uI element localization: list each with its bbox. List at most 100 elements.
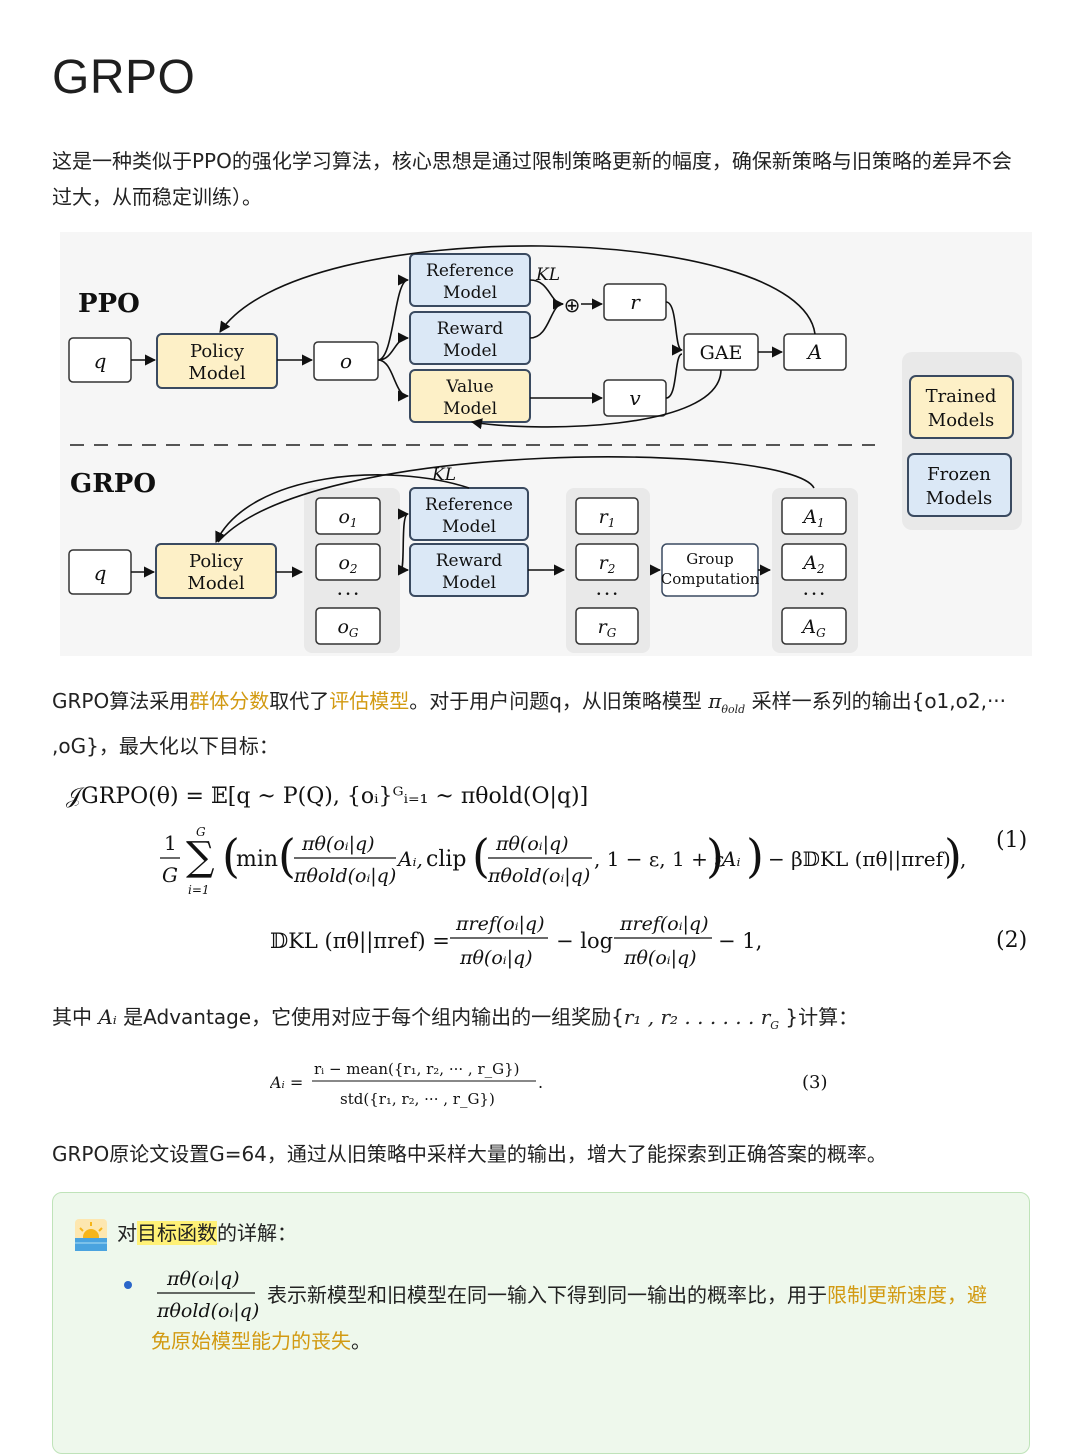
svg-text:q: q [94,561,107,585]
ppo-kl-label: KL [535,265,560,285]
svg-text:r1: r1 [599,506,616,530]
svg-text:Reference: Reference [425,495,513,515]
bullet-end: 。 [351,1329,371,1353]
svg-text:πθ(oᵢ|q): πθ(oᵢ|q) [459,947,533,969]
equation-2-number: (2) [996,928,1028,953]
svg-text:Models: Models [928,410,994,431]
ppo-q-text: q [94,349,107,373]
svg-text:Aᵢ: Aᵢ [720,847,740,871]
o2-box [315,543,381,581]
svg-text:rG: rG [598,616,617,640]
svg-text:1: 1 [164,831,177,855]
svg-text:G: G [162,863,178,887]
svg-text:πθold(oᵢ|q): πθold(oᵢ|q) [487,865,590,887]
svg-text:(: ( [472,829,490,883]
svg-text:Model: Model [187,573,244,594]
svg-text:(: ( [278,829,296,883]
svg-text:(: ( [222,829,240,883]
para2-text-4: 采样一系列的输出{o1,o2,··· ,oG}，最大化以下目标： [52,689,1007,758]
A2-box [781,543,847,581]
svg-text:Value: Value [445,377,493,397]
para3-text-1: 其中 [52,1005,99,1029]
svg-text:oG: oG [337,616,358,640]
svg-text:Trained: Trained [926,386,997,407]
intro-paragraph: 这是一种类似于PPO的强化学习算法，核心思想是通过限制策略更新的幅度，确保新策略… [52,149,1012,209]
rG-box [575,607,639,645]
ppo-value-model [409,369,531,423]
svg-text:clip: clip [426,847,466,872]
ppo-policy-model [156,333,278,389]
callout-head-text-1: 对 [117,1221,137,1245]
svg-text:πθ(oᵢ|q): πθ(oᵢ|q) [495,833,569,855]
equation-3-number: (3) [802,1072,828,1093]
explanation-callout: 对目标函数的详解： πθ(oᵢ|q) πθold(oᵢ|q) 表示新模型和旧模型… [52,1192,1030,1454]
svg-text:r2: r2 [599,552,616,576]
ppo-grpo-diagram: PPO q Policy Model o Reference Model Rew… [60,232,1032,656]
callout-heading: 对目标函数的详解： [75,1215,297,1251]
svg-text:Reward: Reward [436,551,503,571]
highlight-limit-update-speed: 限制更新速度，避免原始模型能力的丧失 [151,1283,987,1353]
equation-1-line1: 𝒥GRPO(θ) = 𝔼[q ~ P(Q), {oᵢ}ᴳᵢ₌₁ ~ πθold(… [66,784,589,809]
highlight-objective-function: 目标函数 [137,1221,217,1245]
equation-2: 𝔻KL (πθ||πref) = πref(oᵢ|q) πθ(oᵢ|q) − l… [270,906,770,976]
svg-text:i=1: i=1 [188,883,210,897]
svg-text:Reward: Reward [437,319,504,339]
AG-box [781,607,847,645]
r1-box [575,497,639,535]
svg-text:Models: Models [926,488,992,509]
bullet-explanation: 表示新模型和旧模型在同一输入下得到同一输出的概率比，用于限制更新速度，避免原始模… [151,1272,991,1364]
svg-text:πref(oᵢ|q): πref(oᵢ|q) [619,913,709,935]
oplus-symbol: ⊕ [564,293,581,317]
svg-text:o1: o1 [338,506,357,530]
equation-1-body: 1 G G ∑ i=1 ( min ( πθ(oᵢ|q) πθold(oᵢ|q)… [160,822,980,902]
svg-text:𝔻KL (πθ||πref) =: 𝔻KL (πθ||πref) = [270,929,450,954]
svg-text:Model: Model [188,363,245,384]
r-dots: • • • [596,590,618,600]
r2-box [575,543,639,581]
svg-text:G: G [196,825,206,839]
svg-text:− log: − log [556,929,613,953]
svg-text:Model: Model [443,399,497,419]
advantage-paragraph: 其中 Aᵢ 是Advantage，它使用对应于每个组内输出的一组奖励{r₁ , … [52,999,1027,1044]
sunrise-icon [75,1218,107,1251]
svg-text:A2: A2 [801,552,824,576]
svg-text:πref(oᵢ|q): πref(oᵢ|q) [455,913,545,935]
svg-text:,: , [960,847,966,871]
svg-text:− β𝔻KL (πθ||πref): − β𝔻KL (πθ||πref) [768,847,951,872]
svg-text:GAE: GAE [700,342,743,364]
svg-text:Model: Model [443,283,497,303]
svg-text:): ) [944,829,962,883]
svg-text:πθold(oᵢ|q): πθold(oᵢ|q) [293,865,396,887]
svg-text:Policy: Policy [190,341,245,362]
svg-text:Model: Model [442,517,496,537]
bullet-text: 表示新模型和旧模型在同一输入下得到同一输出的概率比，用于 [267,1283,827,1307]
page-title: GRPO [52,51,196,104]
svg-text:std({r₁, r₂, ··· , r_G}): std({r₁, r₂, ··· , r_G}) [340,1090,495,1108]
svg-text:A1: A1 [801,506,824,530]
svg-text:πθold(oᵢ|q): πθold(oᵢ|q) [156,1300,259,1322]
svg-text:rᵢ − mean({r₁, r₂, ··· , r_G}): rᵢ − mean({r₁, r₂, ··· , r_G}) [314,1060,520,1078]
svg-text:πθ(oᵢ|q): πθ(oᵢ|q) [301,833,375,855]
A1-box [781,497,847,535]
svg-text:r: r [630,290,641,314]
svg-text:∑: ∑ [186,834,215,880]
ppo-o-box [313,341,379,381]
svg-text:πθ(oᵢ|q): πθ(oᵢ|q) [166,1268,240,1290]
grpo-label: GRPO [70,469,156,499]
svg-text:− 1,: − 1, [718,929,762,953]
svg-text:πθ(oᵢ|q): πθ(oᵢ|q) [623,947,697,969]
svg-text:Reference: Reference [426,261,514,281]
highlight-critic-model: 评估模型 [329,689,410,713]
equation-3: Aᵢ = rᵢ − mean({r₁, r₂, ··· , r_G}) std(… [270,1054,560,1116]
o1-box [315,497,381,535]
svg-text:): ) [706,829,724,883]
para3-text-2: 是Advantage，它使用对应于每个组内输出的一组奖励{ [116,1005,624,1029]
pi-old-symbol: πθold [708,689,746,716]
grpo-policy-model [155,543,277,599]
svg-text:, 1 − ε, 1 + ε: , 1 − ε, 1 + ε [594,847,725,871]
svg-text:Model: Model [442,573,496,593]
a-dots: • • • [803,590,825,600]
svg-text:o: o [340,349,352,373]
o-dots: • • • [337,590,359,600]
grpo-description: GRPO算法采用群体分数取代了评估模型。对于用户问题q，从旧策略模型 πθold… [52,683,1027,764]
